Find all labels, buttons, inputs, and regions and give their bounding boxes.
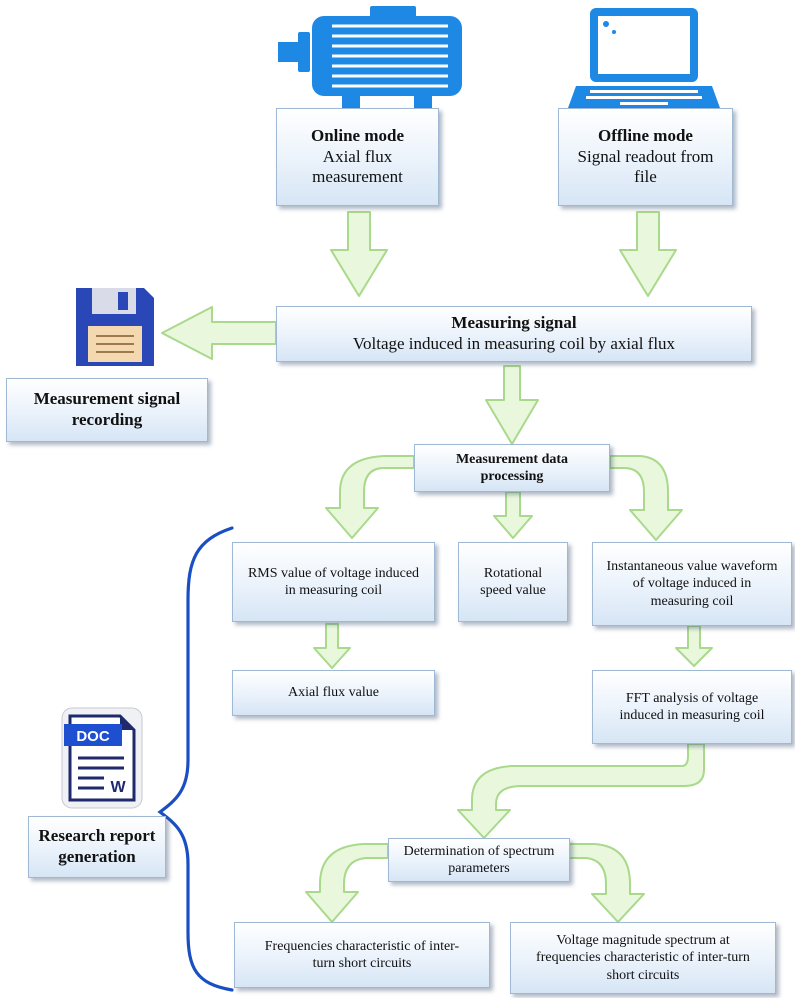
instant-line3: measuring coil (650, 593, 734, 609)
offline-mode-line1: Signal readout from (577, 146, 714, 166)
fft-analysis-box: FFT analysis of voltage induced in measu… (592, 670, 792, 744)
magnitude-line3: short circuits (606, 967, 680, 983)
recording-line1: Measurement signal (33, 389, 181, 409)
fft-line1: FFT analysis of voltage (625, 690, 759, 706)
rms-line1: RMS value of voltage induced (247, 565, 420, 581)
instant-line2: of voltage induced in (632, 576, 752, 592)
axial-flux-label: Axial flux value (288, 685, 379, 701)
measuring-signal-subtitle: Voltage induced in measuring coil by axi… (352, 334, 676, 353)
arrow-measuring-to-recording (161, 306, 277, 360)
freq-line2: turn short circuits (312, 956, 412, 971)
arrow-processing-to-instant (609, 455, 683, 541)
magnitude-spectrum-box: Voltage magnitude spectrum at frequencie… (510, 922, 776, 994)
magnitude-line2: frequencies characteristic of inter-turn (536, 950, 750, 966)
offline-mode-title: Offline mode (598, 125, 693, 145)
report-line1: Research report (38, 826, 156, 846)
speed-line1: Rotational (483, 565, 543, 581)
rms-value-box: RMS value of voltage induced in measurin… (232, 542, 435, 622)
online-mode-line1: Axial flux (322, 146, 393, 166)
floppy-disk-icon (72, 284, 158, 375)
processing-line2: processing (480, 469, 544, 484)
online-mode-line2: measurement (312, 167, 403, 187)
measurement-recording-box: Measurement signal recording (6, 378, 208, 442)
arrow-processing-to-speed (493, 491, 533, 539)
arrow-spectrum-to-magnitude (567, 843, 645, 923)
speed-line2: speed value (480, 583, 546, 598)
measuring-signal-box: Measuring signal Voltage induced in meas… (276, 306, 752, 362)
report-brace (157, 526, 234, 992)
data-processing-box: Measurement data processing (414, 444, 610, 492)
fft-line2: induced in measuring coil (619, 708, 765, 723)
laptop-icon (568, 4, 720, 117)
arrow-instant-to-fft (675, 625, 713, 667)
online-mode-box: Online mode Axial flux measurement (276, 108, 439, 206)
arrow-processing-to-rms (325, 455, 415, 539)
spectrum-line2: parameters (448, 861, 510, 876)
arrow-spectrum-to-freq (305, 843, 389, 923)
arrow-rms-to-axial (313, 623, 351, 669)
freq-line1: Frequencies characteristic of inter- (264, 938, 460, 954)
arrow-fft-to-spectrum (457, 743, 705, 839)
report-line2: generation (58, 847, 136, 866)
offline-mode-box: Offline mode Signal readout from file (558, 108, 733, 206)
offline-mode-line2: file (634, 167, 657, 187)
document-icon: DOC W (60, 706, 146, 815)
frequencies-box: Frequencies characteristic of inter- tur… (234, 922, 490, 988)
doc-letter-text: W (110, 779, 126, 796)
arrow-measuring-to-processing (485, 365, 539, 445)
axial-flux-value-box: Axial flux value (232, 670, 435, 716)
rms-line2: in measuring coil (284, 583, 383, 598)
arrow-online-to-measuring (330, 211, 388, 297)
online-mode-title: Online mode (310, 125, 405, 145)
doc-badge-text: DOC (76, 728, 110, 745)
electric-motor-icon (272, 4, 472, 121)
instantaneous-waveform-box: Instantaneous value waveform of voltage … (592, 542, 792, 626)
recording-line2: recording (71, 410, 143, 429)
rotational-speed-box: Rotational speed value (458, 542, 568, 622)
measuring-signal-title: Measuring signal (451, 313, 577, 333)
processing-line1: Measurement data (455, 451, 569, 467)
instant-line1: Instantaneous value waveform (606, 559, 778, 575)
research-report-box: Research report generation (28, 816, 166, 878)
arrow-offline-to-measuring (619, 211, 677, 297)
magnitude-line1: Voltage magnitude spectrum at (556, 933, 730, 949)
spectrum-line1: Determination of spectrum (403, 843, 555, 859)
spectrum-parameters-box: Determination of spectrum parameters (388, 838, 570, 882)
